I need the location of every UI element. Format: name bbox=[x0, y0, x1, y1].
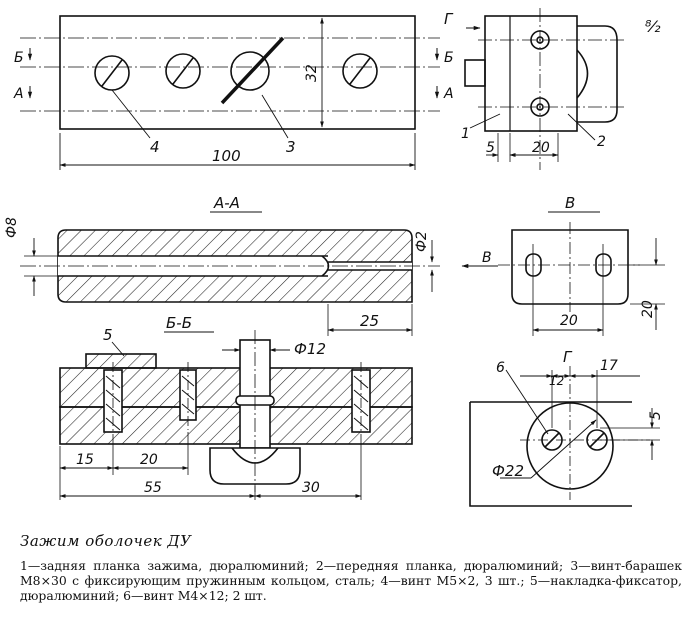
view-g bbox=[469, 366, 660, 507]
callout-1: 1 bbox=[461, 126, 470, 142]
view-g-dim-dia22: Ф22 bbox=[492, 462, 524, 480]
aa-dim-25: 25 bbox=[360, 312, 379, 330]
aa-view-arrow: В bbox=[482, 250, 492, 266]
side-view-letter: Г bbox=[444, 10, 454, 28]
top-dim-length: 100 bbox=[212, 147, 241, 165]
top-dim-height: 32 bbox=[304, 64, 320, 82]
technical-drawing: ⁸⁄₂ Б А Б А 32 100 4 3 bbox=[4, 8, 665, 507]
screw-head-left bbox=[94, 55, 130, 91]
view-b-dim-20-h: 20 bbox=[560, 313, 578, 329]
screw-head-right bbox=[342, 53, 378, 89]
caption-legend: 1—задняя планка зажима, дюралюминий; 2—п… bbox=[20, 558, 682, 603]
section-aa bbox=[20, 211, 498, 336]
aa-dim-dia8: Ф8 bbox=[4, 217, 20, 238]
top-section-b-right: Б bbox=[444, 50, 454, 66]
aa-dim-dia2: Ф2 bbox=[414, 231, 430, 252]
view-g-dim-12: 12 bbox=[549, 374, 564, 388]
bb-dim-55: 55 bbox=[144, 480, 162, 496]
section-bb-title: Б-Б bbox=[166, 314, 192, 332]
top-section-a-left: А bbox=[13, 86, 24, 102]
view-b bbox=[498, 211, 665, 336]
top-section-b-left: Б bbox=[14, 50, 24, 66]
bb-dim-30: 30 bbox=[302, 480, 320, 496]
top-view bbox=[20, 15, 440, 170]
bb-dim-dia12: Ф12 bbox=[294, 340, 326, 358]
callout-4: 4 bbox=[150, 138, 160, 156]
callout-5: 5 bbox=[103, 326, 113, 344]
callout-3: 3 bbox=[286, 138, 296, 156]
top-section-a-right: А bbox=[443, 86, 454, 102]
view-b-dim-20-v: 20 bbox=[640, 300, 656, 318]
view-g-dim-17: 17 bbox=[600, 358, 618, 374]
bb-dim-20: 20 bbox=[140, 452, 158, 468]
side-view bbox=[464, 8, 625, 170]
callout-2: 2 bbox=[597, 134, 606, 150]
view-g-title: Г bbox=[563, 348, 573, 366]
bb-dim-15: 15 bbox=[76, 452, 94, 468]
section-aa-title: А-А bbox=[213, 194, 240, 212]
section-bb bbox=[59, 330, 413, 500]
page-marker: ⁸⁄₂ bbox=[645, 17, 661, 36]
screw-head-mid bbox=[165, 53, 201, 89]
view-g-dim-5: 5 bbox=[648, 411, 664, 420]
caption-title: Зажим оболочек ДУ bbox=[20, 532, 192, 550]
caption: Зажим оболочек ДУ 1—задняя планка зажима… bbox=[20, 532, 682, 603]
view-b-title: В bbox=[565, 194, 575, 212]
side-dim-5: 5 bbox=[486, 140, 495, 156]
side-dim-20: 20 bbox=[532, 140, 550, 156]
thumb-screw bbox=[220, 36, 285, 105]
callout-6: 6 bbox=[496, 360, 505, 376]
